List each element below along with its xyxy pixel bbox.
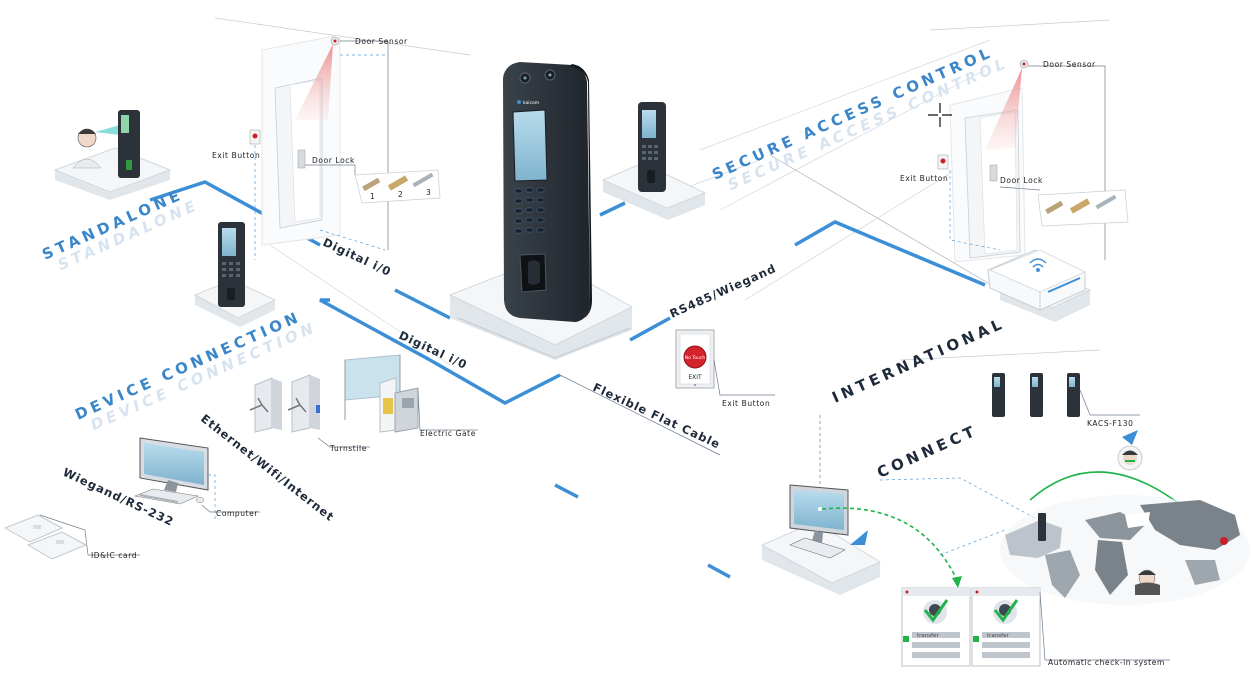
checkin-card-1: transfer	[901, 587, 971, 667]
exit-push-button	[683, 345, 707, 369]
exit-button-center-label: Exit Button	[722, 399, 770, 408]
screen-dot	[818, 507, 822, 511]
keypad	[514, 187, 545, 234]
kacs-device-row: KACS-F130	[992, 373, 1140, 445]
main-terminal-station: kaicom	[448, 62, 634, 360]
svg-text:EXIT: EXIT	[688, 374, 702, 381]
traveler-avatar-icon-2	[1135, 569, 1160, 595]
main-terminal-screen	[512, 109, 548, 182]
route-rs485-wiegand: RS485/Wiegand	[668, 261, 779, 321]
door-sensor-label: Door Sensor	[355, 37, 408, 46]
auto-checkin-label: Automatic check-in system	[1048, 658, 1165, 667]
door-lock-options-right	[1037, 189, 1129, 227]
standalone-terminal-station	[193, 222, 277, 327]
id-card-group: ID&IC card	[3, 514, 140, 560]
international-title: INTERNATIONAL	[829, 314, 1008, 407]
turnstile-group: Turnstile	[249, 374, 370, 453]
computer-label: Computer	[216, 509, 258, 518]
door-sensor-beam	[295, 44, 333, 120]
svg-text:transfer: transfer	[987, 633, 1009, 639]
traveler-avatar-icon	[1117, 445, 1143, 471]
door-lock-options: 1 2 3	[354, 169, 441, 204]
right-door-group: Door Sensor Exit Button Door Lock	[900, 59, 1129, 263]
door-sensor-label-right: Door Sensor	[1043, 60, 1096, 69]
door-sensor-beam-right	[985, 68, 1022, 150]
map-pin-icon	[1220, 537, 1228, 545]
perspective-guides	[214, 17, 1111, 366]
route-flexible-flat-cable: Flexible Flat Cable	[591, 380, 723, 452]
door-lock-label: Door Lock	[312, 156, 355, 165]
checkin-card-2: transfer	[971, 587, 1041, 667]
door-lock-icon-right	[989, 164, 998, 182]
svg-text:2: 2	[398, 190, 403, 199]
crosshair-cursor-icon	[928, 103, 952, 127]
section-device-connection: DEVICE CONNECTION DEVICE CONNECTION	[72, 307, 319, 434]
route-digital-io-1: Digital i/0	[321, 235, 394, 279]
world-map	[1000, 495, 1250, 605]
route-digital-io-2: Digital i/0	[397, 328, 470, 372]
brand-logo-icon	[517, 100, 521, 104]
turnstile-label: Turnstile	[329, 444, 367, 453]
standalone-face-station	[53, 110, 172, 200]
exit-button-label: Exit Button	[212, 151, 260, 160]
svg-text:transfer: transfer	[917, 633, 939, 639]
svg-text:3: 3	[426, 188, 431, 197]
exit-button-device: No Touch EXIT Exit Button	[675, 329, 775, 408]
wifi-icon	[1029, 258, 1047, 272]
checkin-cards: transfer transfer Automatic check-in sys…	[901, 587, 1170, 667]
svg-text:No Touch: No Touch	[685, 355, 706, 361]
id-ic-card-label: ID&IC card	[91, 551, 137, 560]
secure-terminal-station	[601, 102, 707, 220]
person-icon	[72, 128, 102, 169]
exit-button-label-right: Exit Button	[900, 174, 948, 183]
svg-text:1: 1	[370, 192, 375, 201]
connect-workstation	[760, 415, 882, 595]
brand-label: kaicom	[523, 100, 539, 106]
left-door-group: Door Sensor Exit Button Door Lock 1 2 3	[212, 34, 441, 260]
door-lock-label-right: Door Lock	[1000, 176, 1043, 185]
kacs-model-label: KACS-F130	[1087, 419, 1134, 428]
door-lock-icon	[297, 149, 306, 169]
connect-title: CONNECT	[874, 421, 980, 482]
access-controller	[987, 249, 1092, 322]
electric-gate-label: Electric Gate	[420, 429, 476, 438]
electric-gate-group: Electric Gate	[344, 354, 478, 438]
map-terminal-icon	[1038, 513, 1046, 541]
section-international: INTERNATIONAL	[829, 314, 1008, 407]
section-connect: CONNECT	[874, 421, 980, 482]
computer-group: Computer	[133, 437, 260, 520]
